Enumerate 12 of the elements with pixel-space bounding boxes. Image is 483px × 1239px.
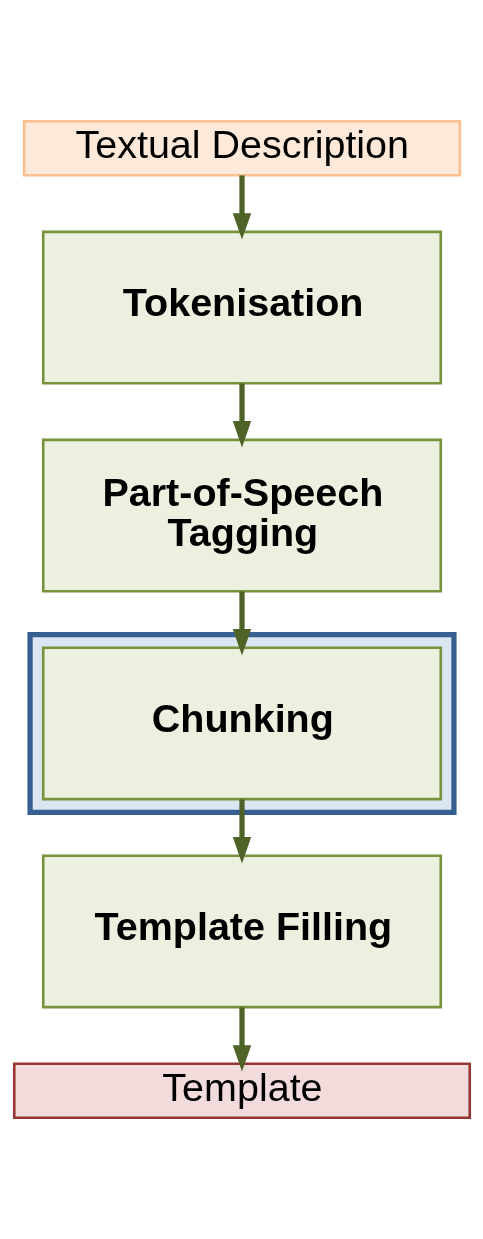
arrow: [232, 799, 251, 864]
node-box: Textual Description: [22, 119, 461, 177]
node-box: Part-of-Speech Tagging: [41, 438, 442, 593]
arrow: [232, 591, 251, 656]
cluster: [26, 632, 457, 815]
node-box: Tokenisation: [41, 230, 442, 385]
arrow: [232, 383, 251, 448]
node-box: Template: [12, 1062, 471, 1120]
arrow: [232, 1007, 251, 1072]
node-box: Template Filling: [41, 854, 442, 1009]
node-box: Chunking: [41, 646, 442, 801]
arrow: [232, 175, 251, 240]
